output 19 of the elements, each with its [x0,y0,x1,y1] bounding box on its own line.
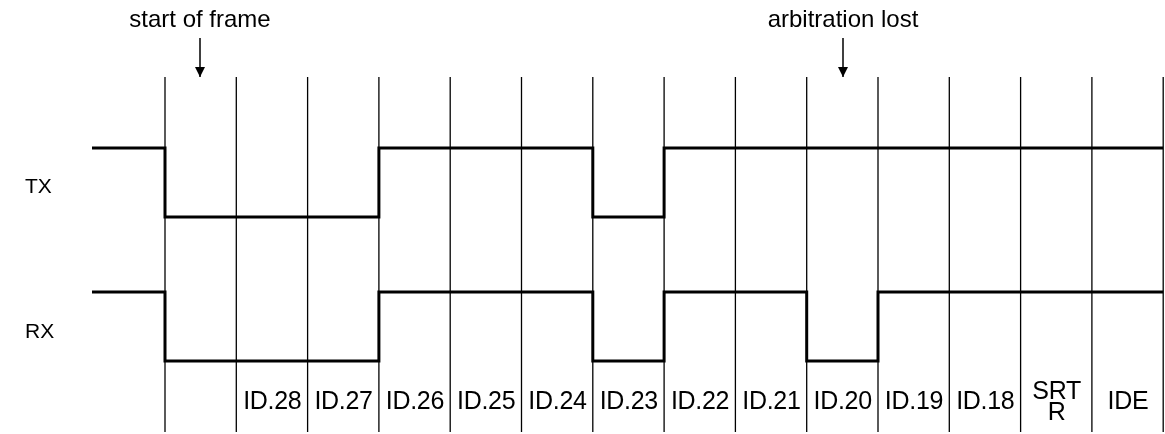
bit-field-label: ID.19 [883,385,945,417]
bit-field-label: SRT R [1031,374,1082,427]
signal-name: TX [25,174,52,198]
bit-field-label: ID.18 [955,385,1016,417]
bit-field-label: IDE [1106,385,1150,417]
bit-field-label: ID.28 [242,385,303,417]
bit-field-label: ID.26 [384,385,445,417]
annotation-text: arbitration lost [767,2,919,36]
bit-field-label: ID.22 [669,385,731,417]
annotation-text: start of frame [129,2,271,36]
bit-field-label: ID.25 [456,385,517,417]
bit-field-label: ID.23 [598,385,659,417]
signal-name: RX [25,319,55,343]
arrow [838,37,848,78]
bit-field-label: ID.24 [527,385,588,417]
bit-field-label: ID.20 [812,385,873,417]
bit-field-label: ID.27 [313,385,374,417]
arrow [195,37,205,78]
bit-field-label: ID.21 [741,385,802,417]
